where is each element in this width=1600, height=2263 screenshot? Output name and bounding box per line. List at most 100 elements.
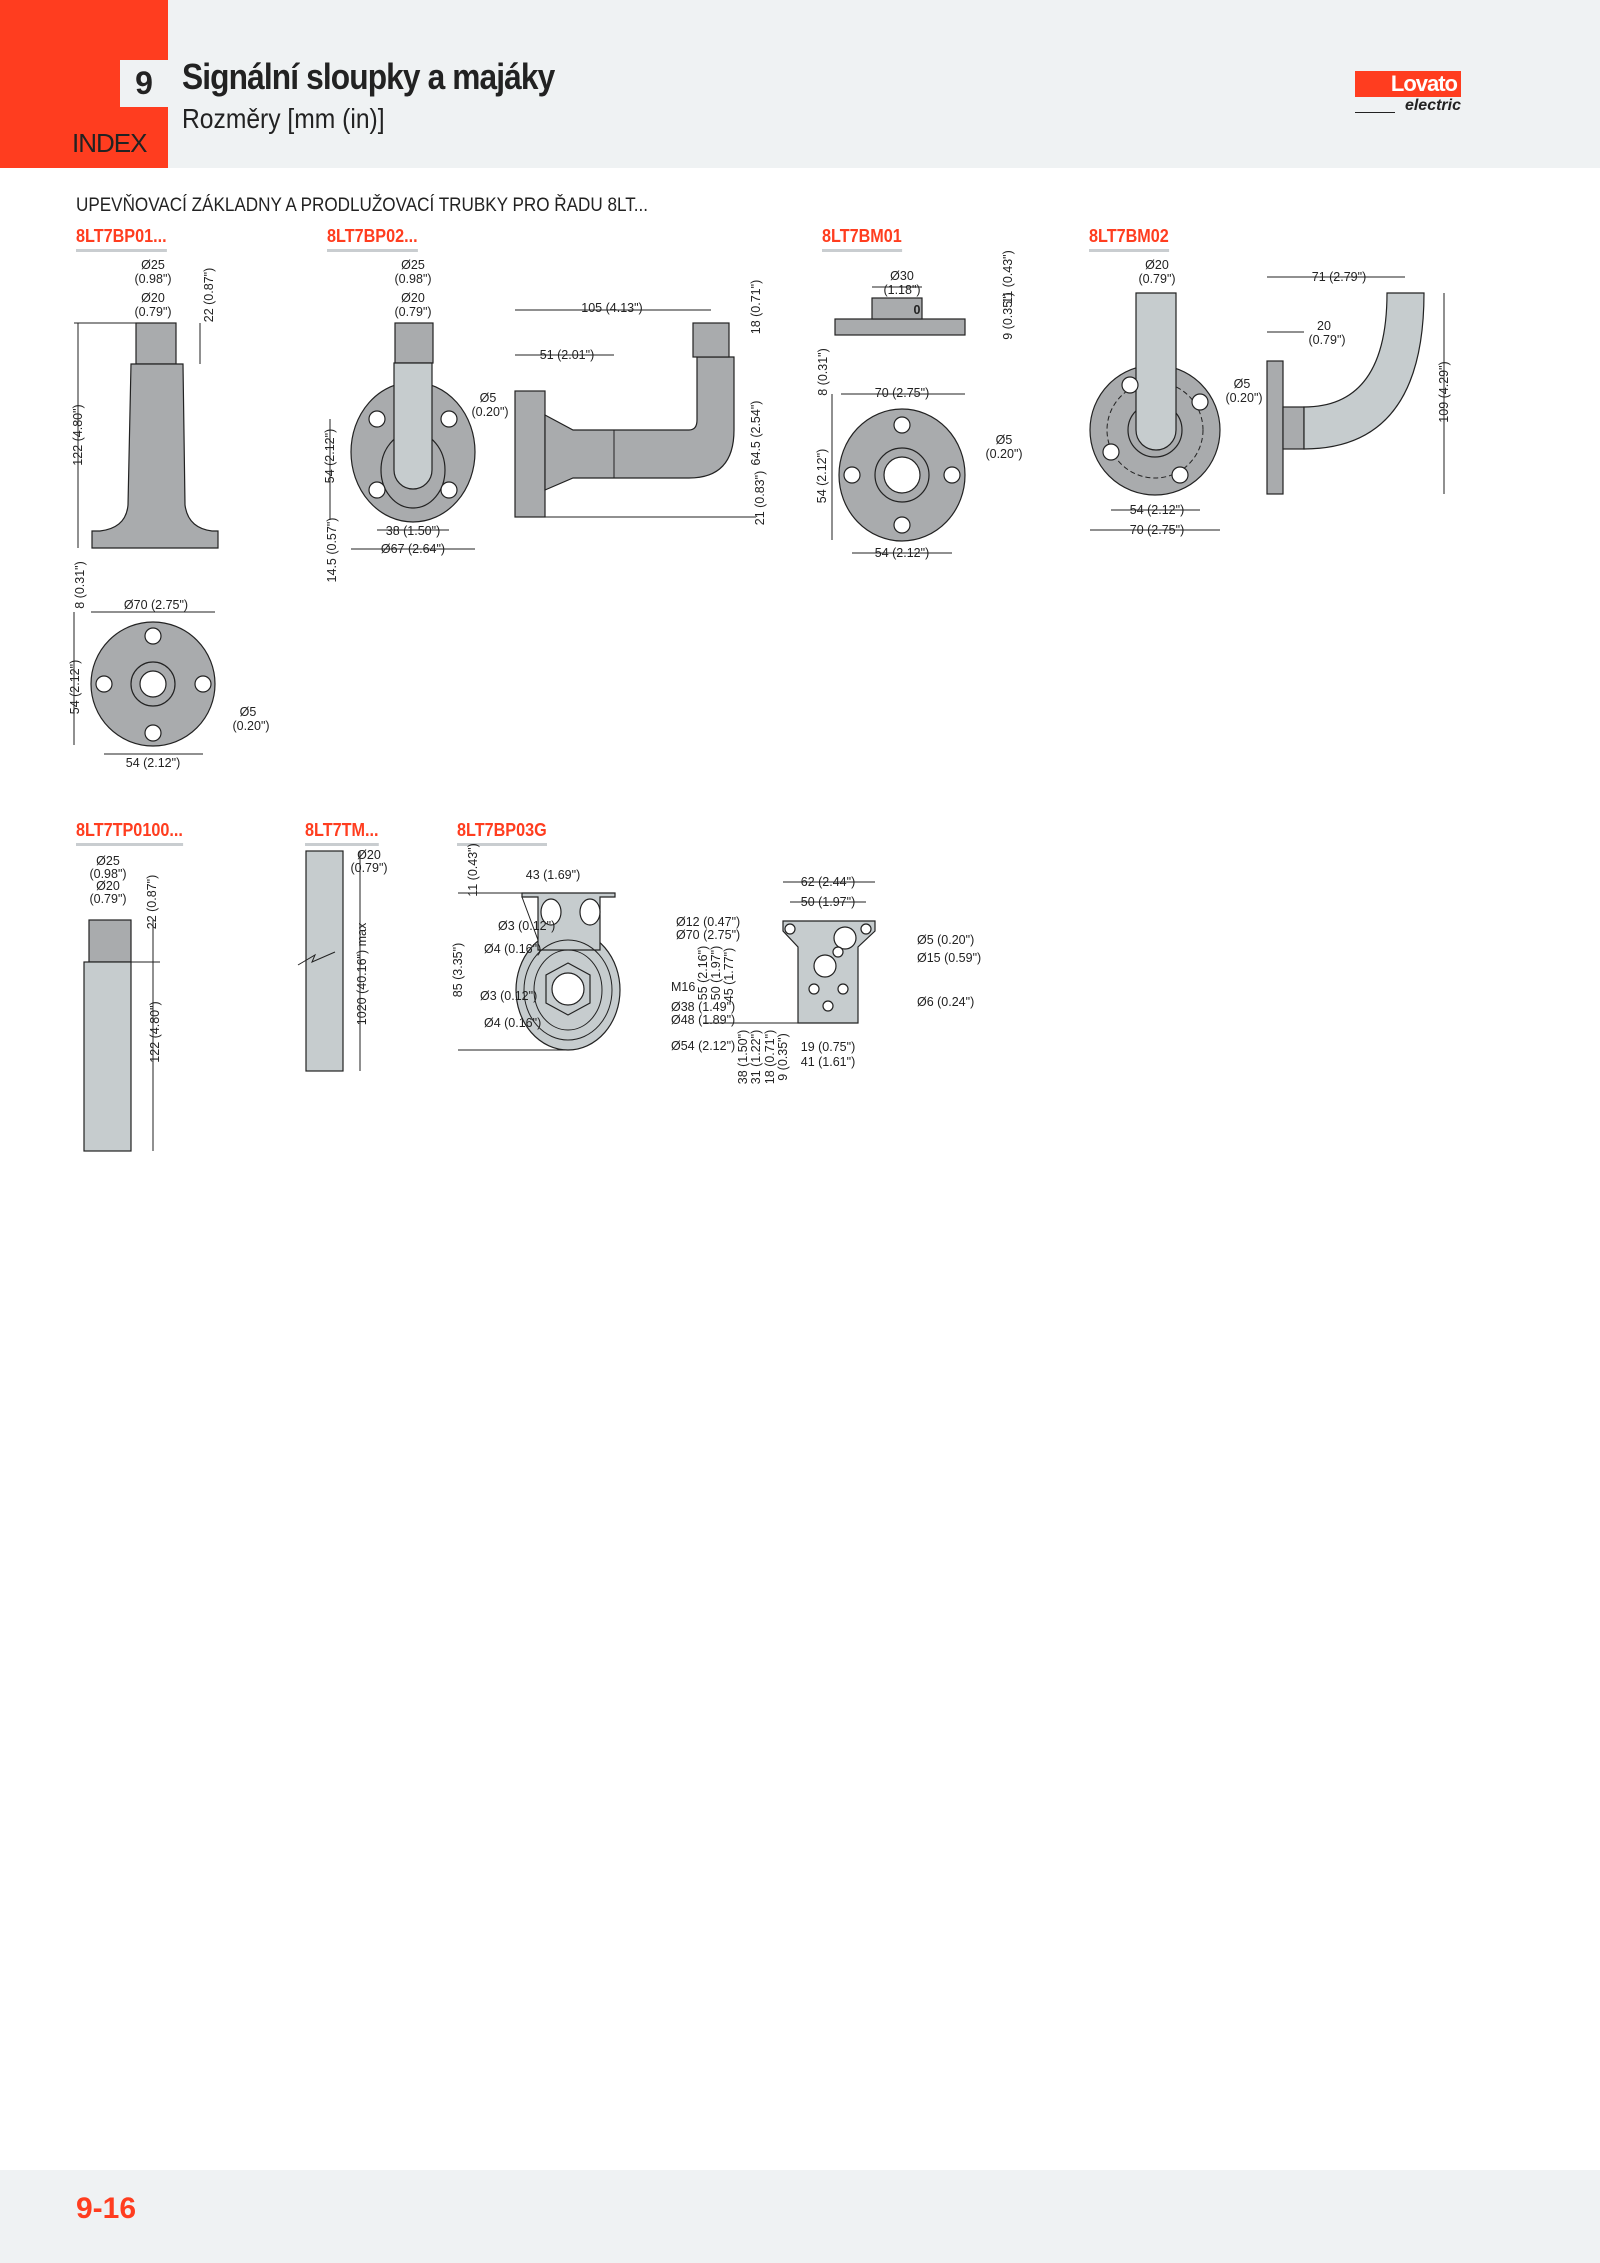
dim: 19 (0.75") [801, 1040, 855, 1054]
dim: Ø5 [480, 391, 497, 405]
dim: Ø67 (2.64") [381, 542, 445, 556]
dim: (0.79") [89, 892, 126, 906]
code-bm01: 8LT7BM01 [822, 226, 902, 252]
dim: 22 (0.87") [145, 875, 159, 929]
dim: 22 (0.87") [202, 268, 216, 322]
code-bm02: 8LT7BM02 [1089, 226, 1169, 252]
dim: (1.18") [883, 283, 920, 297]
dim: Ø12 (0.47") [676, 915, 740, 929]
dim: 85 (3.35") [451, 943, 465, 997]
dim: Ø4 (0.16") [484, 1016, 541, 1030]
dim: 45 (1.77") [722, 948, 736, 1002]
dim: 1020 (40.16") max [355, 922, 369, 1025]
dim: Ø25 [141, 258, 165, 272]
lovato-logo-sub: electric [1404, 97, 1461, 114]
dim: Ø20 [357, 848, 381, 862]
bp02-side-drawing: 105 (4.13") 51 (2.01") 18 (0.71") 64.5 (… [514, 280, 767, 525]
dim: Ø20 [141, 291, 165, 305]
dim: Ø4 (0.16") [484, 942, 541, 956]
dim: 54 (2.12") [1130, 503, 1184, 517]
tm-drawing: Ø20 (0.79") 1020 (40.16") max [297, 848, 388, 1072]
dim: 14.5 (0.57") [325, 518, 339, 583]
dim: 8 (0.31") [816, 348, 830, 396]
dim: 122 (4.80") [148, 1001, 162, 1062]
dim: 50 (1.97") [801, 895, 855, 909]
dim: Ø54 (2.12") [671, 1039, 735, 1053]
dim: (0.79") [1138, 272, 1175, 286]
dim: Ø15 (0.59") [917, 951, 981, 965]
dim: (0.98") [89, 867, 126, 881]
dim: Ø70 (2.75") [124, 598, 188, 612]
dim: 55 (2.16") [696, 946, 710, 1000]
dim: Ø3 (0.12") [498, 919, 555, 933]
code-bp03g: 8LT7BP03G [457, 820, 547, 846]
dim: (0.79") [134, 305, 171, 319]
dim: 11 (0.43") [1001, 250, 1015, 304]
dim: 70 (2.75") [1130, 523, 1184, 537]
bp01-bottom-drawing: 8 (0.31") Ø70 (2.75") 54 (2.12") Ø5 (0.2… [68, 561, 270, 770]
dim: 38 (1.50") [386, 524, 440, 538]
dim: 21 (0.83") [753, 471, 767, 525]
code-bp02: 8LT7BP02... [327, 226, 418, 252]
dim: 122 (4.80") [71, 404, 85, 465]
dim: 54 (2.12") [126, 756, 180, 770]
dim: Ø48 (1.89") [671, 1013, 735, 1027]
dim: 109 (4.29") [1437, 361, 1451, 422]
dim: (0.20") [985, 447, 1022, 461]
dim: 20 [1317, 319, 1331, 333]
dim: 41 (1.61") [801, 1055, 855, 1069]
dim: 54 (2.12") [815, 449, 829, 503]
code-bp01: 8LT7BP01... [76, 226, 167, 252]
dim: 71 (2.79") [1312, 270, 1366, 284]
dim: (0.79") [394, 305, 431, 319]
dim: 0 [914, 303, 921, 317]
dim: Ø20 [1145, 258, 1169, 272]
bm01-bottom-drawing: 8 (0.31") 70 (2.75") 54 (2.12") Ø5 (0.20… [815, 348, 1023, 560]
dim: (0.20") [471, 405, 508, 419]
page-subtitle: Rozměry [mm (in)] [182, 103, 385, 134]
dim: 18 (0.71") [749, 280, 763, 334]
dim: 70 (2.75") [875, 386, 929, 400]
dim: Ø5 [1234, 377, 1251, 391]
bp01-side-drawing: Ø25 (0.98") Ø20 (0.79") 22 (0.87") 122 (… [71, 258, 219, 549]
tp0100-drawing: Ø25 (0.98") Ø20 (0.79") 22 (0.87") 122 (… [83, 854, 162, 1152]
bp03g-side-drawing: 62 (2.44") 50 (1.97") Ø5 (0.20") Ø15 (0.… [696, 875, 981, 1084]
dim: 54 (2.12") [323, 429, 337, 483]
dim: 31 (1.22") [749, 1030, 763, 1084]
dim: Ø25 [401, 258, 425, 272]
dim: 51 (2.01") [540, 348, 594, 362]
logo-line [1355, 112, 1395, 113]
footer-band [0, 2170, 1600, 2263]
dim: Ø20 [401, 291, 425, 305]
dim: Ø5 [996, 433, 1013, 447]
dim: Ø3 (0.12") [480, 989, 537, 1003]
dim: 54 (2.12") [875, 546, 929, 560]
bm02-side-drawing: 71 (2.79") 20 (0.79") 109 (4.29") [1266, 270, 1451, 495]
dim: Ø5 (0.20") [917, 933, 974, 947]
lovato-logo: Lovato [1355, 71, 1461, 97]
dim: Ø38 (1.49") [671, 1000, 735, 1014]
dim: 18 (0.71") [763, 1030, 777, 1084]
chapter-number: 9 [120, 60, 168, 107]
dim: Ø70 (2.75") [676, 928, 740, 942]
bm02-front-drawing: Ø20 (0.79") Ø5 (0.20") 54 (2.12") 70 (2.… [1089, 258, 1263, 537]
dim: 9 (0.35") [1001, 292, 1015, 340]
page-title: Signální sloupky a majáky [182, 56, 555, 97]
dim: Ø30 [890, 269, 914, 283]
dim: 105 (4.13") [581, 301, 642, 315]
dim: Ø25 [96, 854, 120, 868]
dim: 11 (0.43") [466, 843, 480, 897]
dim: 62 (2.44") [801, 875, 855, 889]
dim: 8 (0.31") [73, 561, 87, 609]
dim: 38 (1.50") [736, 1030, 750, 1084]
index-link[interactable]: INDEX [72, 128, 147, 158]
dim: (0.20") [232, 719, 269, 733]
section-title: UPEVŇOVACÍ ZÁKLADNY A PRODLUŽOVACÍ TRUBK… [76, 195, 649, 216]
dim: 50 (1.97") [709, 946, 723, 1000]
code-tp0100: 8LT7TP0100... [76, 820, 183, 846]
dim: Ø6 (0.24") [917, 995, 974, 1009]
dim: (0.20") [1225, 391, 1262, 405]
dim: M16 [671, 980, 695, 994]
dim: (0.98") [134, 272, 171, 286]
